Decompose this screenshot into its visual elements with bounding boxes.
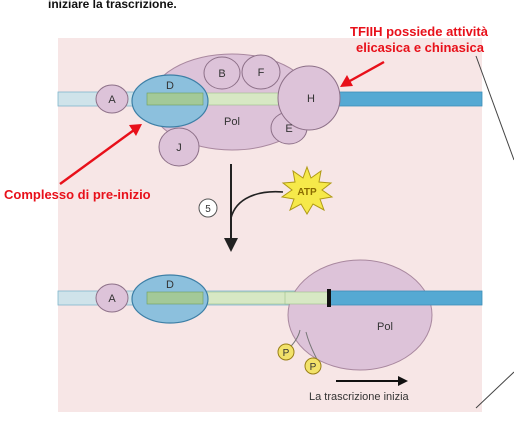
tfiih-arrowhead: [340, 75, 353, 87]
factor-f: [241, 54, 281, 90]
label-pol-top: Pol: [224, 116, 240, 128]
connector-line-top: [475, 55, 514, 161]
label-e: E: [285, 123, 292, 135]
tfiih-arrow-shaft: [347, 60, 385, 84]
preinit-arrow-shaft: [59, 129, 135, 185]
step-arrowhead: [224, 238, 238, 252]
factor-a-bottom: [95, 283, 129, 313]
factor-b: [203, 56, 241, 90]
phosphate-label-1: P: [283, 348, 290, 359]
label-d-bottom: D: [166, 279, 174, 291]
open-bubble: [284, 291, 331, 305]
preinit-arrowhead: [129, 124, 142, 136]
start-site-marker: [327, 289, 331, 307]
label-d-top: D: [166, 80, 174, 92]
label-f: F: [258, 67, 265, 79]
phosphate-2: [304, 357, 322, 375]
caption-text: La trascrizione inizia: [309, 391, 410, 403]
header-text: iniziare la trascrizione.: [48, 0, 177, 11]
label-b: B: [218, 68, 225, 80]
phosphate-1: [277, 343, 295, 361]
tata-box-top: [146, 92, 204, 106]
label-j: J: [176, 142, 182, 154]
label-pol-bottom: Pol: [377, 321, 393, 333]
direction-arrowhead: [398, 376, 408, 386]
connector-line-bottom: [475, 371, 514, 409]
atp-input-curve: [230, 190, 284, 219]
label-h: H: [307, 93, 315, 105]
atp-burst: [280, 165, 334, 215]
step-number-badge: [198, 198, 218, 218]
atp-label: ATP: [297, 187, 317, 198]
step-number: 5: [205, 204, 211, 215]
preinit-annotation: Complesso di pre-inizio: [4, 187, 151, 202]
phosphate-label-2: P: [310, 362, 317, 373]
label-a-bottom: A: [108, 293, 116, 305]
factor-h: [277, 65, 341, 131]
dna-downstream-bottom: [329, 290, 483, 306]
tfiih-annotation-line1: TFIIH possiede attività: [350, 24, 488, 39]
label-a-top: A: [108, 94, 116, 106]
factor-a-top: [95, 84, 129, 114]
pol-ii-bottom: [287, 259, 433, 371]
tata-box-bottom: [146, 291, 204, 305]
tfiih-annotation-line2: elicasica e chinasica: [356, 40, 484, 55]
factor-j: [158, 127, 200, 167]
